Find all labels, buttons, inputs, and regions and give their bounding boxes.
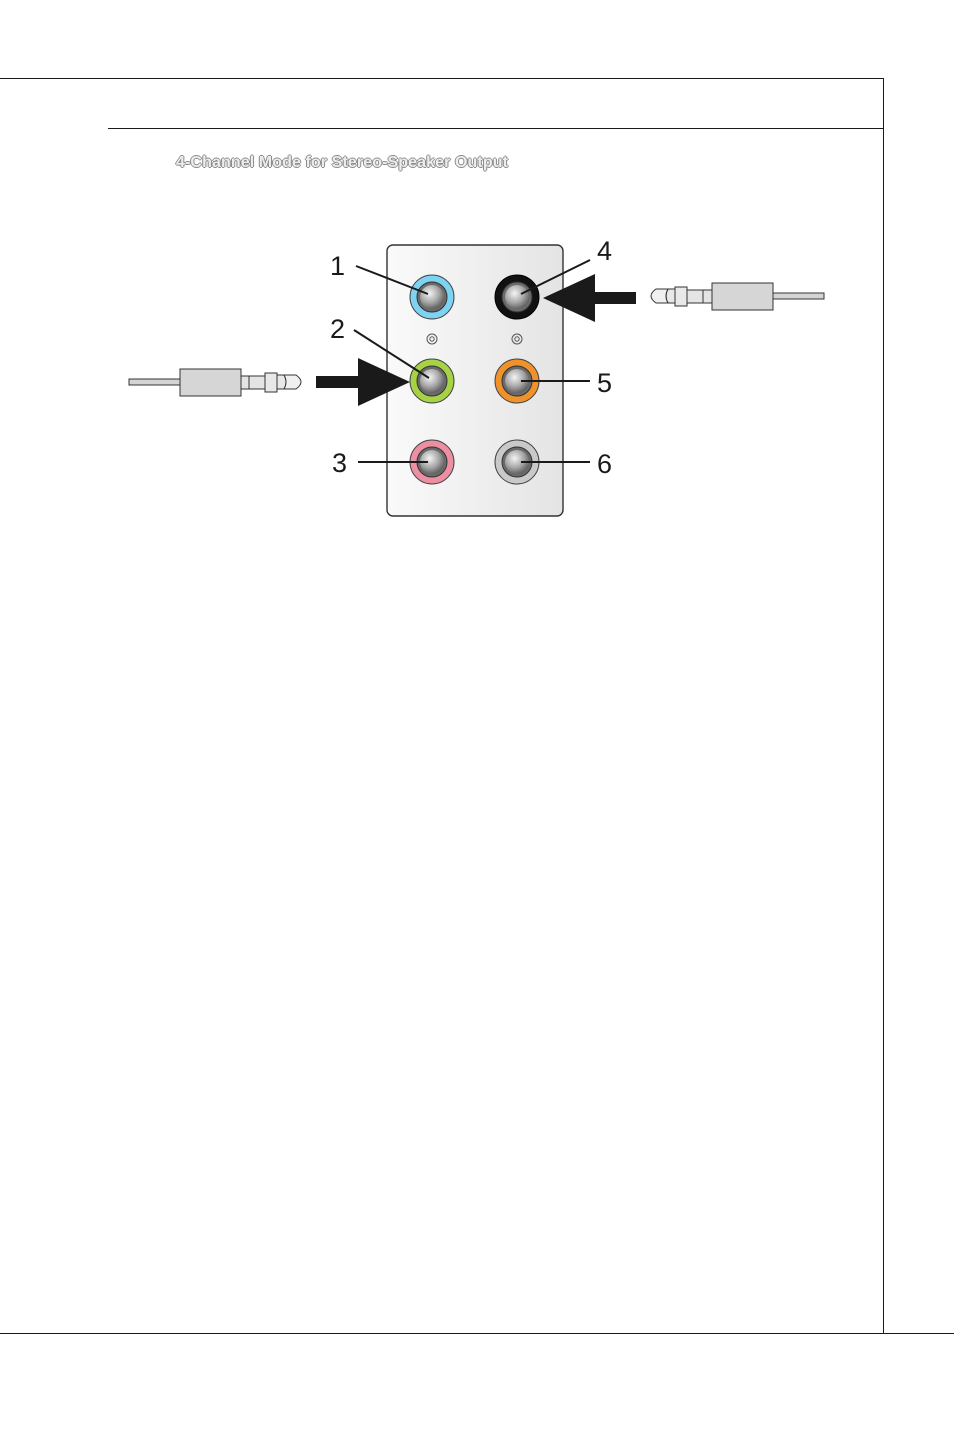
- audio-plug-right-icon: [651, 283, 824, 310]
- jack-label-3: 3: [332, 448, 347, 478]
- jack-label-5: 5: [597, 368, 612, 398]
- jack-2-icon: [410, 359, 454, 403]
- jack-label-6: 6: [597, 449, 612, 479]
- jack-label-1: 1: [330, 251, 345, 281]
- audio-plug-left-icon: [129, 369, 301, 396]
- jack-label-4: 4: [597, 236, 612, 266]
- jack-1-icon: [410, 275, 454, 319]
- jack-label-2: 2: [330, 314, 345, 344]
- jack-4-icon: [495, 275, 539, 319]
